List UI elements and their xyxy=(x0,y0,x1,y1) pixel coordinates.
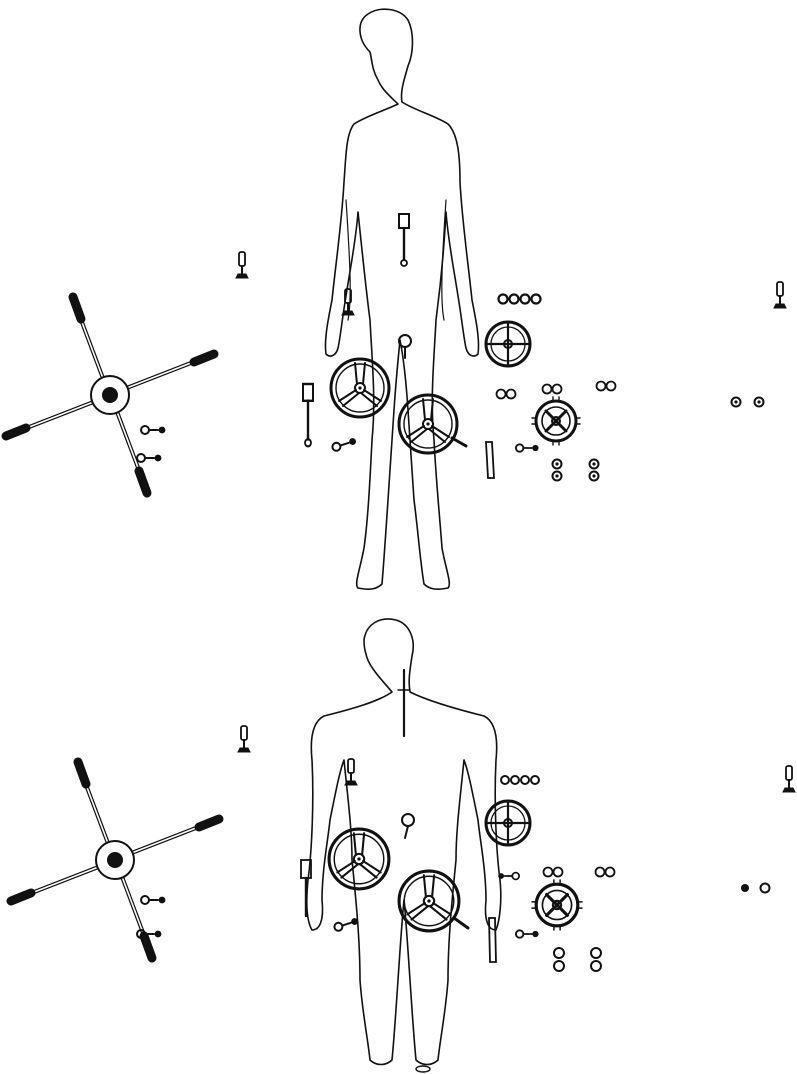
star-wheel-icon xyxy=(11,762,219,958)
knob-icon xyxy=(331,437,357,452)
slide-lever-icon xyxy=(303,384,313,446)
rod-icon xyxy=(489,918,496,962)
rod-icon xyxy=(486,442,494,478)
handwheel-icon xyxy=(329,829,389,889)
spoked-wheel-icon xyxy=(486,322,530,366)
knob-icon xyxy=(399,335,411,358)
front-body-outline-icon xyxy=(325,9,478,589)
front-view-panel xyxy=(6,9,786,589)
push-button-icon xyxy=(554,884,770,972)
push-button-icon xyxy=(501,776,539,784)
lever-icon xyxy=(238,726,250,752)
knob-icon xyxy=(137,426,165,462)
lever-icon xyxy=(236,252,248,278)
push-button-icon xyxy=(499,295,541,304)
push-button-icon xyxy=(553,398,764,481)
wheel-icon xyxy=(532,397,580,445)
lever-icon xyxy=(345,759,357,785)
star-wheel-icon xyxy=(6,297,214,493)
knob-icon xyxy=(402,814,414,838)
handwheel-icon xyxy=(331,359,389,417)
spoked-wheel-icon xyxy=(486,801,530,845)
rear-view-panel xyxy=(11,619,795,1072)
lever-icon xyxy=(342,289,354,315)
lever-icon xyxy=(783,766,795,792)
lever-icon xyxy=(774,282,786,308)
handwheel-icon xyxy=(399,395,457,453)
knob-icon xyxy=(333,917,359,932)
slide-lever-icon xyxy=(399,214,409,266)
handwheel-icon xyxy=(399,871,459,931)
wheel-icon xyxy=(532,880,582,930)
